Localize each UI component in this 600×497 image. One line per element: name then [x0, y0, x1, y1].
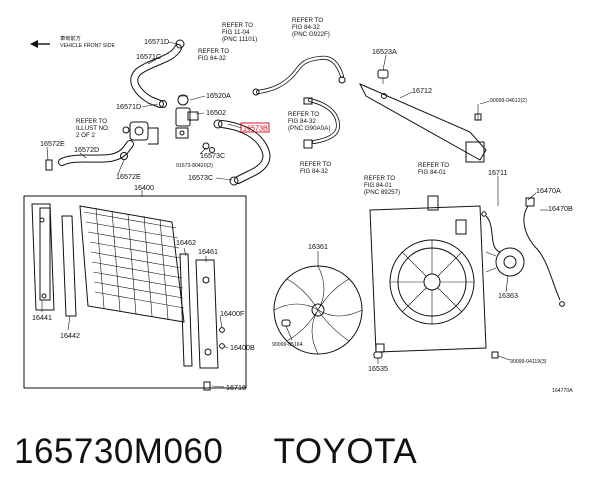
svg-text:2 OF 2: 2 OF 2: [76, 132, 95, 139]
footer-part-number: 165730M060: [14, 432, 224, 471]
label-16572E[interactable]: 16572E: [40, 139, 65, 148]
label-91673[interactable]: 91673-80420(2): [176, 163, 213, 169]
label-16461[interactable]: 16461: [198, 247, 218, 256]
hose-clamps: [202, 142, 215, 153]
svg-text:REFER TO: REFER TO: [76, 118, 107, 125]
label-16572D[interactable]: 16572D: [74, 145, 99, 154]
svg-text:FIG 84-01: FIG 84-01: [364, 182, 392, 189]
label-16502[interactable]: 16502: [206, 108, 226, 117]
fan-shroud-16711: [369, 205, 487, 353]
label-90099-04612[interactable]: 90099-04612(2): [490, 98, 527, 104]
grommet-90099-05164: [281, 319, 291, 327]
ref-note-2: REFER TO FIG 84-32 (PNC G922F): [292, 17, 330, 38]
thermostat-housing: [175, 94, 199, 127]
label-16573C[interactable]: 16573C: [200, 151, 225, 160]
radiator-hose-16573b: [213, 119, 271, 186]
label-16572E-b[interactable]: 16572E: [116, 172, 141, 181]
ref-note-8: REFER TO FIG 84-01: [418, 162, 449, 176]
radiator-support-16441: [31, 203, 55, 311]
wire-16470a: [481, 211, 501, 253]
svg-text:REFER TO: REFER TO: [300, 161, 331, 168]
cap-16523a: [377, 69, 389, 84]
vehicle-front-arrow-icon: [30, 40, 50, 48]
highlight-box-16573B: [240, 122, 270, 133]
label-16711[interactable]: 16711: [488, 168, 507, 177]
label-90099-05164[interactable]: 90099-05164: [272, 342, 303, 348]
label-16361[interactable]: 16361: [308, 242, 328, 251]
svg-text:FIG 84-32: FIG 84-32: [288, 118, 316, 125]
clip-16572e: [45, 159, 53, 171]
label-16716[interactable]: 16716: [226, 383, 246, 392]
svg-text:FIG 84-01: FIG 84-01: [418, 169, 446, 176]
footer-brand: TOYOTA: [273, 432, 418, 471]
parts-diagram: 車両前方 VEHICLE FRONT SIDE: [23, 17, 573, 394]
seal-16462: [179, 253, 193, 367]
label-90099-04119[interactable]: 90099-04119(3): [510, 359, 547, 365]
label-16363[interactable]: 16363: [498, 291, 518, 300]
label-16535[interactable]: 16535: [368, 364, 388, 373]
radiator-core: [79, 205, 185, 323]
label-16470B[interactable]: 16470B: [548, 204, 573, 213]
svg-text:(PNC 11101): (PNC 11101): [222, 36, 257, 43]
direction-note-jp: 車両前方: [60, 34, 81, 42]
svg-text:REFER TO: REFER TO: [292, 17, 323, 24]
bracket-16712: [358, 82, 487, 163]
label-16400[interactable]: 16400: [134, 183, 154, 192]
label-16712[interactable]: 16712: [412, 86, 432, 95]
label-16520A[interactable]: 16520A: [206, 91, 231, 100]
side-tank-16461: [195, 259, 219, 369]
svg-text:REFER TO: REFER TO: [288, 111, 319, 118]
label-16571D[interactable]: 16571D: [144, 37, 169, 46]
wire-16470b: [523, 197, 565, 307]
label-16470A[interactable]: 16470A: [536, 186, 561, 195]
label-16573B[interactable]: 16573B: [243, 124, 268, 133]
label-16573C-b[interactable]: 16573C: [188, 173, 213, 182]
label-16400F[interactable]: 16400F: [220, 309, 245, 318]
ref-note-1: REFER TO FIG 11-04 (PNC 11101): [222, 22, 257, 43]
ref-note-3: REFER TO FIG 84-32: [198, 48, 229, 62]
svg-text:REFER TO: REFER TO: [222, 22, 253, 29]
ref-note-5: REFER TO FIG 84-32: [300, 161, 331, 175]
svg-text:(PNC G922F): (PNC G922F): [292, 31, 330, 38]
connector-ref-right: [427, 195, 499, 359]
drain-plug-16716: [203, 327, 225, 391]
svg-text:FIG 84-32: FIG 84-32: [292, 24, 320, 31]
label-16400B[interactable]: 16400B: [230, 343, 255, 352]
svg-text:FIG 11-04: FIG 11-04: [222, 29, 250, 36]
upper-hose-16571: [130, 39, 185, 108]
fan-motor-16363: [485, 247, 525, 277]
ref-note-7: REFER TO FIG 84-01 (PNC 89257): [364, 175, 400, 196]
label-16441[interactable]: 16441: [32, 313, 52, 322]
svg-text:REFER TO: REFER TO: [364, 175, 395, 182]
leader-lines: [41, 41, 548, 388]
footer-caption: 165730M060 TOYOTA: [14, 432, 594, 480]
fan-16361: [273, 265, 363, 355]
ref-note-6: REFER TO ILLUST NO. 2 OF 2: [76, 118, 110, 139]
svg-text:REFER TO: REFER TO: [418, 162, 449, 169]
radiator-assy-frame: [23, 195, 247, 389]
heater-hose-lower: [303, 97, 340, 149]
heater-pipe: [252, 55, 346, 96]
figure-code: 164770A: [552, 388, 573, 394]
label-16571D-b[interactable]: 16571D: [116, 102, 141, 111]
svg-text:(PNC G90A0A): (PNC G90A0A): [288, 125, 330, 132]
label-16523A[interactable]: 16523A: [372, 47, 397, 56]
ref-note-4: REFER TO FIG 84-32 (PNC G90A0A): [288, 111, 330, 132]
bolt-90099-04612: [474, 104, 482, 121]
label-16571C[interactable]: 16571C: [136, 52, 161, 61]
valve-assy: [122, 121, 159, 145]
seal-16442: [61, 215, 77, 317]
svg-text:REFER TO: REFER TO: [198, 48, 229, 55]
svg-text:FIG 84-32: FIG 84-32: [198, 55, 226, 62]
svg-text:ILLUST NO.: ILLUST NO.: [76, 125, 110, 132]
water-outlet-16502: [175, 127, 189, 139]
direction-note-en: VEHICLE FRONT SIDE: [60, 43, 115, 49]
grommet-16535: [373, 351, 383, 359]
bypass-hose-16572d: [58, 140, 134, 166]
label-16442[interactable]: 16442: [60, 331, 80, 340]
label-16462[interactable]: 16462: [176, 238, 196, 247]
svg-text:FIG 84-32: FIG 84-32: [300, 168, 328, 175]
svg-text:(PNC 89257): (PNC 89257): [364, 189, 400, 196]
